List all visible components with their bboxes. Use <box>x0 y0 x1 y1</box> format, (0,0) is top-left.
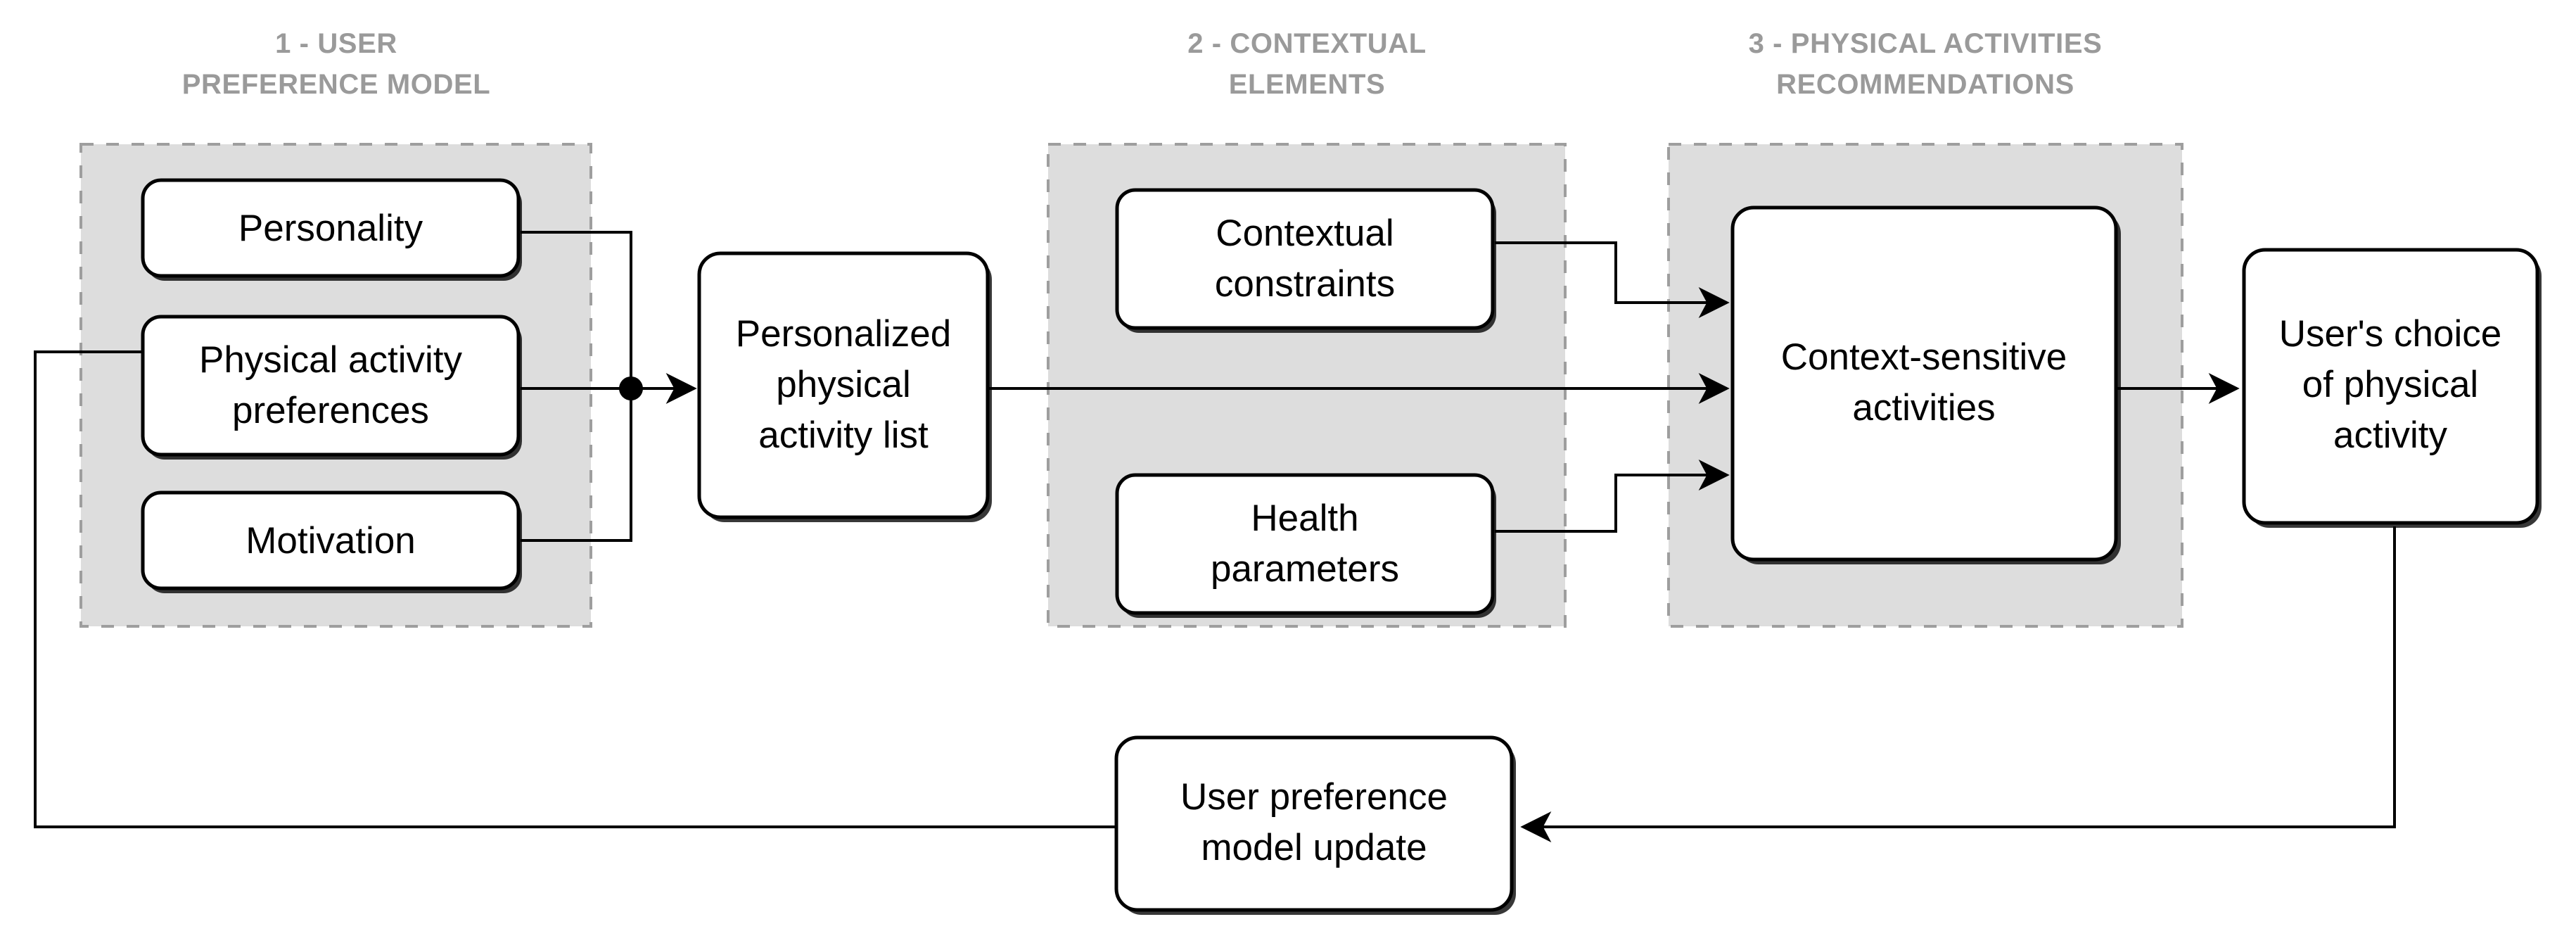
node-health-parameters-label-line2: parameters <box>1211 548 1399 590</box>
group-title-physical-activities-recommendations: 3 - PHYSICAL ACTIVITIES RECOMMENDATIONS <box>1749 28 2103 100</box>
group-title-user-preference-model: 1 - USER PREFERENCE MODEL <box>182 28 491 100</box>
node-user-preference-model-update[interactable]: User preference model update <box>1114 735 1516 915</box>
node-personality[interactable]: Personality <box>141 178 522 281</box>
node-contextual-constraints-shape[interactable] <box>1115 188 1495 330</box>
node-physical-activity-preferences-label-line2: preferences <box>232 390 429 431</box>
group-title-line1-physical-activities-recommendations: 3 - PHYSICAL ACTIVITIES <box>1749 28 2103 59</box>
node-context-sensitive-activities-label-line1: Context-sensitive <box>1781 336 2067 378</box>
node-user-preference-model-update-shape[interactable] <box>1114 735 1514 912</box>
node-contextual-constraints-label-line2: constraints <box>1215 263 1395 305</box>
edge-choice-to-update <box>1520 526 2396 842</box>
node-physical-activity-preferences[interactable]: Physical activity preferences <box>141 315 522 460</box>
node-users-choice-label-line2: of physical <box>2302 364 2478 405</box>
node-context-sensitive-activities-shape[interactable] <box>1730 205 2118 562</box>
edge-personality-to-list <box>521 231 632 388</box>
node-personalized-list-label-line3: activity list <box>758 414 929 456</box>
node-personalized-physical-activity-list-shape[interactable] <box>697 251 990 519</box>
node-personality-shape[interactable] <box>141 178 521 278</box>
node-health-parameters-shape[interactable] <box>1115 473 1495 615</box>
node-users-choice-label-line1: User's choice <box>2279 313 2501 355</box>
group-title-contextual-elements: 2 - CONTEXTUAL ELEMENTS <box>1187 28 1427 100</box>
node-health-parameters-label-line1: Health <box>1251 498 1358 539</box>
group-title-line1-user-preference-model: 1 - USER <box>275 28 397 59</box>
node-physical-activity-preferences-shape[interactable] <box>141 315 521 457</box>
node-users-choice-of-physical-activity[interactable]: User's choice of physical activity <box>2242 248 2542 528</box>
group-title-line2-physical-activities-recommendations: RECOMMENDATIONS <box>1776 69 2074 100</box>
group-title-line2-contextual-elements: ELEMENTS <box>1229 69 1386 100</box>
node-context-sensitive-activities[interactable]: Context-sensitive activities <box>1730 205 2121 564</box>
node-personality-label: Personality <box>238 208 423 249</box>
group-title-line1-contextual-elements: 2 - CONTEXTUAL <box>1187 28 1427 59</box>
node-personalized-list-label-line2: physical <box>776 364 910 405</box>
node-contextual-constraints[interactable]: Contextual constraints <box>1115 188 1496 333</box>
node-health-parameters[interactable]: Health parameters <box>1115 473 1496 618</box>
edge-health-to-context-sensitive <box>1495 460 1730 533</box>
node-physical-activity-preferences-label-line1: Physical activity <box>199 339 463 381</box>
node-users-choice-shape[interactable] <box>2242 248 2539 525</box>
node-personalized-list-label-line1: Personalized <box>736 313 951 355</box>
node-context-sensitive-activities-label-line2: activities <box>1852 387 1995 429</box>
node-user-preference-model-update-label-line1: User preference <box>1180 776 1448 818</box>
node-motivation-label: Motivation <box>246 520 416 562</box>
junction-dot-preference-bus <box>619 376 643 400</box>
node-user-preference-model-update-label-line2: model update <box>1201 827 1427 868</box>
edge-constraints-to-context-sensitive <box>1495 241 1730 318</box>
node-contextual-constraints-label-line1: Contextual <box>1216 213 1394 254</box>
node-motivation[interactable]: Motivation <box>141 491 522 593</box>
node-users-choice-label-line3: activity <box>2333 414 2447 456</box>
group-title-line2-user-preference-model: PREFERENCE MODEL <box>182 69 491 100</box>
node-personalized-physical-activity-list[interactable]: Personalized physical activity list <box>697 251 992 522</box>
edge-motivation-to-list <box>521 388 632 542</box>
node-motivation-shape[interactable] <box>141 491 521 590</box>
